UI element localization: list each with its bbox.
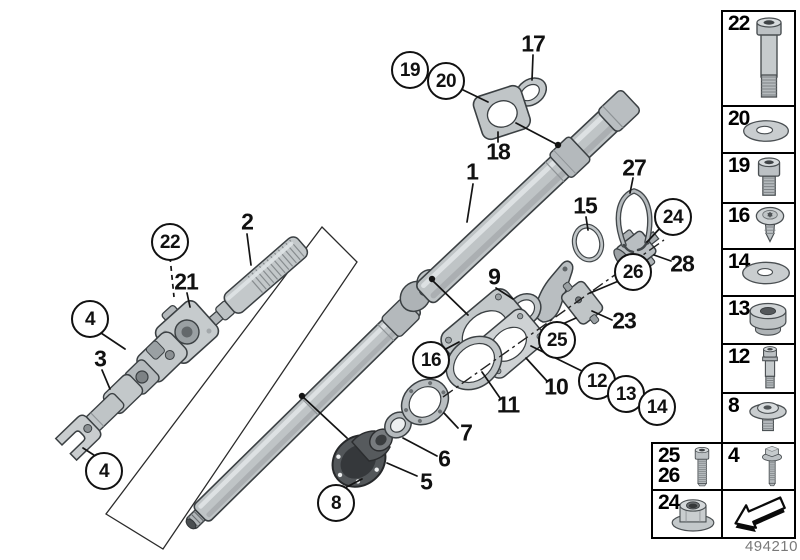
legend-item-20[interactable]: 20 xyxy=(721,105,796,154)
bracket-hole xyxy=(562,266,568,272)
part-3-universal-joint xyxy=(54,331,188,462)
legend-item-8[interactable]: 8 xyxy=(721,392,796,444)
callout-17[interactable]: 17 xyxy=(521,30,546,57)
part-5-rubber-boot xyxy=(331,428,393,488)
legend-label: 14 xyxy=(728,250,750,273)
callout-26[interactable]: 26 xyxy=(614,253,652,291)
legend-label: 19 xyxy=(728,154,750,177)
leader-line-dashed-22 xyxy=(169,256,175,298)
callout-10[interactable]: 10 xyxy=(544,373,569,400)
legend-label: 20 xyxy=(728,107,750,130)
callout-24[interactable]: 24 xyxy=(654,198,692,236)
part-1-upper-shaft-tube xyxy=(416,90,641,304)
legend-item-14[interactable]: 14 xyxy=(721,248,796,297)
callout-13[interactable]: 13 xyxy=(607,375,645,413)
part-7-gasket xyxy=(400,378,450,426)
part-11-gasket-ring xyxy=(445,335,503,391)
legend-item-12[interactable]: 12 xyxy=(721,343,796,394)
reference-frame xyxy=(105,226,358,550)
leader-dots xyxy=(298,141,562,400)
callout-6[interactable]: 6 xyxy=(438,445,451,472)
callout-7[interactable]: 7 xyxy=(460,419,473,446)
socket-head-bolt-medium-icon xyxy=(694,447,710,487)
legend-label: 4 xyxy=(728,444,740,467)
part-23-bracket-plate xyxy=(560,280,604,325)
legend-item-19[interactable]: 19 xyxy=(721,152,796,204)
shoulder-bolt-icon xyxy=(762,346,778,389)
part-18-bracket xyxy=(472,84,532,141)
part-2-spline-shaft xyxy=(206,236,309,328)
part-15-o-ring xyxy=(571,223,605,263)
socket-head-bolt-long-icon xyxy=(756,17,782,98)
callout-23[interactable]: 23 xyxy=(612,307,637,334)
callout-28[interactable]: 28 xyxy=(670,250,695,277)
leader-lines xyxy=(82,54,672,493)
legend-label: 12 xyxy=(728,345,750,368)
callout-1[interactable]: 1 xyxy=(466,158,479,185)
callout-20[interactable]: 20 xyxy=(427,62,465,100)
callout-19[interactable]: 19 xyxy=(391,51,429,89)
socket-head-bolt-short-icon xyxy=(757,157,781,196)
document-number: 494210 xyxy=(744,538,798,555)
callout-22-left[interactable]: 22 xyxy=(151,223,189,261)
callout-8[interactable]: 8 xyxy=(317,484,355,522)
callout-21[interactable]: 21 xyxy=(174,268,199,295)
legend-label: 22 xyxy=(728,12,750,35)
callout-16[interactable]: 16 xyxy=(412,341,450,379)
callout-5[interactable]: 5 xyxy=(420,468,433,495)
callout-4-upper[interactable]: 4 xyxy=(71,300,109,338)
legend-label: 13 xyxy=(728,297,750,320)
flat-washer-icon xyxy=(743,120,789,142)
callout-14[interactable]: 14 xyxy=(638,388,676,426)
flat-washer-icon xyxy=(742,261,790,285)
legend-label: 16 xyxy=(728,204,750,227)
legend-item-16[interactable]: 16 xyxy=(721,202,796,250)
callout-2[interactable]: 2 xyxy=(241,208,254,235)
legend-item-4[interactable]: 4 xyxy=(721,442,796,491)
callout-27[interactable]: 27 xyxy=(622,154,647,181)
callout-11[interactable]: 11 xyxy=(496,391,520,418)
legend-item-24[interactable]: 24 xyxy=(651,489,723,539)
legend-label: 8 xyxy=(728,394,740,417)
legend-label: 24 xyxy=(658,491,680,514)
flange-nut-icon xyxy=(671,499,715,532)
callout-9[interactable]: 9 xyxy=(488,263,501,290)
callout-18[interactable]: 18 xyxy=(486,138,511,165)
bushing-icon xyxy=(749,302,787,336)
fastener-legend-right-column: 22 20 19 16 xyxy=(721,10,796,539)
part-27-clamp xyxy=(615,188,653,254)
part-1-lower-shaft-tube xyxy=(185,297,422,530)
flange-head-screw-icon xyxy=(749,401,787,432)
callout-4-lower[interactable]: 4 xyxy=(85,452,123,490)
legend-item-22[interactable]: 22 xyxy=(721,10,796,107)
legend-item-direction[interactable] xyxy=(721,489,796,539)
callout-25[interactable]: 25 xyxy=(538,321,576,359)
callout-3[interactable]: 3 xyxy=(94,345,107,372)
part-6-bearing-ring xyxy=(384,411,412,439)
hex-flange-bolt-icon xyxy=(761,445,783,487)
torx-pan-head-screw-icon xyxy=(755,206,785,243)
legend-item-13[interactable]: 13 xyxy=(721,295,796,345)
installation-direction-arrow-icon xyxy=(734,496,786,533)
callout-15[interactable]: 15 xyxy=(573,192,598,219)
